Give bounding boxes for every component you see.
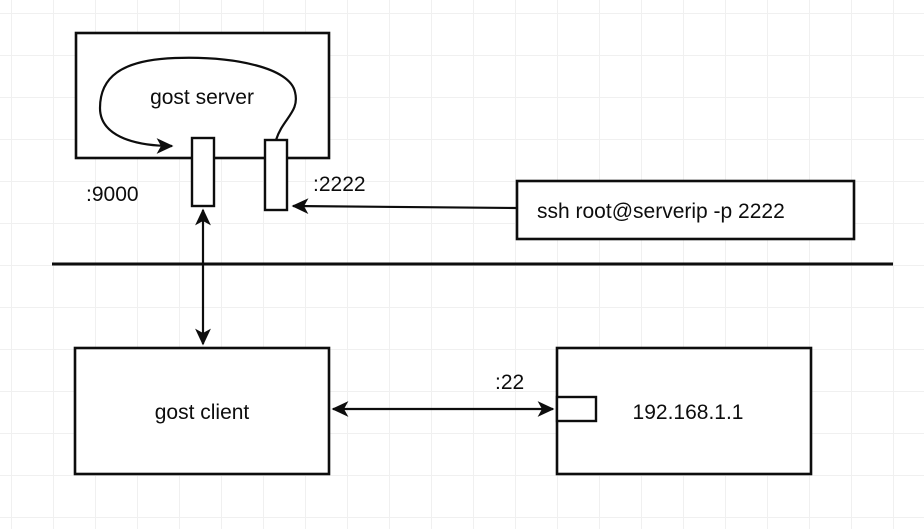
- ssh-command-box[interactable]: [515, 179, 856, 241]
- target-host-box[interactable]: [555, 346, 813, 476]
- port-9000-label: :9000: [86, 183, 139, 206]
- server-loopback-connector[interactable]: [98, 56, 297, 154]
- gost-server-label: gost server: [150, 86, 254, 109]
- ssh-command-label: ssh root@serverip -p 2222: [537, 200, 785, 223]
- port-22-label: :22: [495, 371, 524, 394]
- port-9000-rect[interactable]: [190, 136, 216, 208]
- gost-client-label: gost client: [155, 401, 250, 424]
- port-2222-rect[interactable]: [263, 138, 289, 212]
- ssh-to-port-2222-connector[interactable]: [291, 198, 517, 215]
- port-2222-label: :2222: [313, 173, 366, 196]
- target-host-label: 192.168.1.1: [633, 401, 744, 424]
- gost-client-box[interactable]: [73, 346, 331, 476]
- port-22-rect[interactable]: [555, 395, 598, 423]
